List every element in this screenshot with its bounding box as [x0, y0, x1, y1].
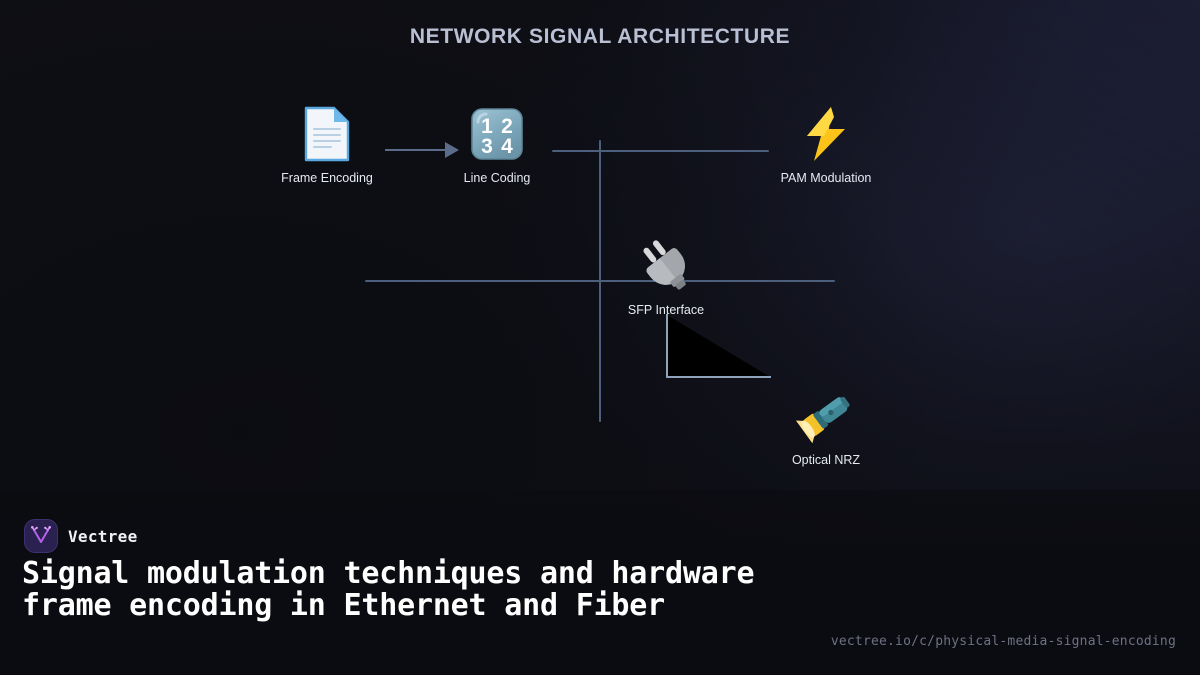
arrow-frame-to-line-head [445, 142, 459, 158]
node-label: Optical NRZ [791, 453, 861, 467]
node-label: SFP Interface [627, 303, 705, 317]
node-line-coding[interactable]: 1 2 3 4 Line Coding [417, 103, 577, 185]
footer: Vectree Signal modulation techniques and… [0, 490, 1200, 675]
svg-text:2: 2 [501, 115, 513, 138]
node-label: Line Coding [463, 171, 531, 185]
node-optical-nrz[interactable]: Optical NRZ [746, 385, 906, 467]
brand[interactable]: Vectree [24, 519, 138, 553]
connector-vertical [599, 140, 601, 422]
flashlight-icon [746, 385, 906, 447]
headline: Signal modulation techniques and hardwar… [22, 556, 755, 623]
node-sfp-interface[interactable]: SFP Interface [586, 235, 746, 317]
connector-top-horizontal [552, 150, 769, 152]
svg-text:1: 1 [481, 115, 493, 138]
arrow-frame-to-line-shaft [385, 149, 447, 151]
triangle-shape [664, 312, 774, 380]
url-label: vectree.io/c/physical-media-signal-encod… [830, 634, 1176, 649]
electric-plug-icon [586, 235, 746, 297]
input-numbers-icon: 1 2 3 4 [417, 103, 577, 165]
node-pam-modulation[interactable]: PAM Modulation [746, 103, 906, 185]
node-label: Frame Encoding [281, 171, 373, 185]
vectree-logo-icon [24, 519, 58, 553]
brand-name: Vectree [68, 526, 138, 546]
svg-text:3: 3 [481, 135, 493, 158]
page-title: NETWORK SIGNAL ARCHITECTURE [409, 25, 791, 48]
svg-text:4: 4 [501, 135, 513, 158]
node-label: PAM Modulation [780, 171, 872, 185]
node-frame-encoding[interactable]: Frame Encoding [247, 103, 407, 185]
high-voltage-icon [746, 103, 906, 165]
document-icon [247, 103, 407, 165]
